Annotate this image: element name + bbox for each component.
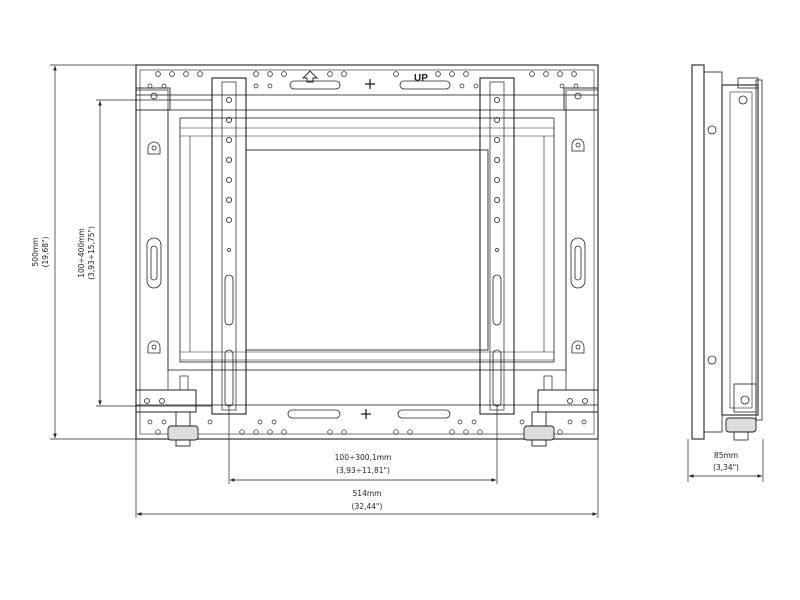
inner-frame-outer [167,109,567,371]
bottom-left-bracket [135,389,197,413]
side-knob [725,417,757,433]
knob-left [167,411,199,447]
inner-frame-mid [179,117,555,363]
right-top-tab [563,87,599,111]
front-view [135,64,599,447]
plus-icon [361,409,371,419]
vesa-arm-left [211,77,247,415]
vesa-horizontal-dim-value: 100÷300,1mm [335,453,392,462]
width-dim-inch: (32,44") [352,502,383,511]
bottom-slot-left [287,409,341,419]
bottom-flange [135,404,599,440]
vesa-vertical-dim-value: 100÷400mm [77,228,86,278]
top-flange-holes [147,71,579,89]
vesa-arm-right [479,77,515,415]
inner-frame-window [245,149,489,351]
left-keyholes [146,141,162,354]
wall-plate-outline [135,64,599,440]
depth-dim-inch: (3,34") [713,463,739,472]
up-label: UP [414,73,428,84]
right-keyholes [570,138,586,354]
left-top-tab [135,87,171,111]
top-slot-right [399,80,451,90]
right-hook-plate [565,89,599,391]
bottom-slot-right [397,409,451,419]
height-dim-value: 500mm [31,238,40,267]
depth-dim-value: 85mm [714,451,738,460]
left-hook-plate [135,89,169,391]
wall-plate-inner [139,69,595,435]
vesa-horizontal-dim-inch: (3,93÷11,81") [336,466,390,475]
knob-right [523,411,555,447]
height-dim-inch: (19,68") [41,237,50,268]
vesa-arm-left-holes [224,97,234,407]
width-dim-value: 514mm [353,489,382,498]
plus-icon [365,79,375,89]
bottom-flange-holes [147,419,587,435]
vesa-vertical-dim-inch: (3,93÷15,75") [87,226,96,280]
side-view [691,64,763,441]
top-flange [135,64,599,96]
side-bracket [721,84,759,416]
top-slot-left [289,80,341,90]
up-arrow-icon [301,70,319,83]
bottom-right-bracket [537,389,599,413]
side-wall-plate [691,64,705,440]
